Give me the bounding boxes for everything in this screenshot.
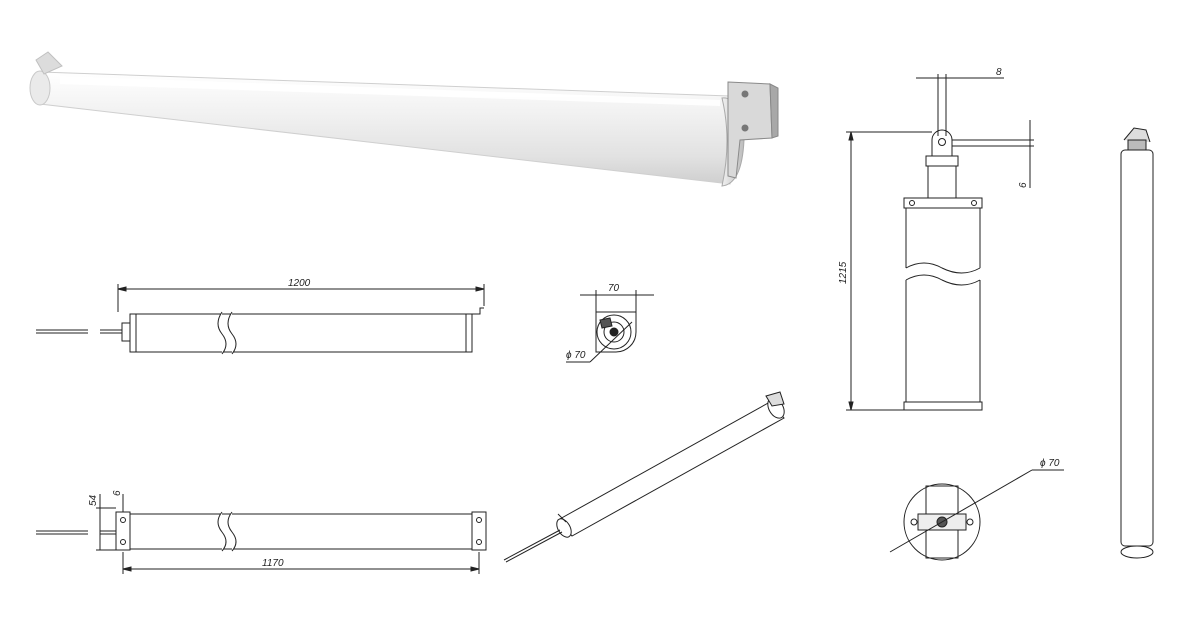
render-3d-luminaire (29, 51, 779, 187)
dim-1215-label: 1215 (838, 261, 849, 284)
vertical-hanger-eye (931, 129, 953, 156)
round-top-view (889, 469, 1064, 561)
bottom-hole-right-top (476, 517, 482, 523)
render-end-cap-left-rim (35, 51, 63, 75)
end-view (566, 290, 654, 363)
side-view (36, 284, 485, 355)
render-end-cap-left (29, 70, 51, 106)
end-clip (599, 317, 613, 329)
side-break-line-right (227, 311, 237, 355)
vertical-hanger-base (925, 155, 959, 167)
bottom-hole-left-bottom (120, 539, 126, 545)
dim-1170-arrow-right (470, 566, 480, 572)
diagonal-cable-3 (557, 513, 567, 523)
slim-tube-body (1120, 149, 1154, 547)
vertical-top-screw-right (971, 200, 977, 206)
round-phi70-leader (889, 469, 1033, 553)
dim-1170-arrow-left (122, 566, 132, 572)
vertical-break-bottom (905, 274, 981, 286)
vertical-top-cap (903, 197, 983, 209)
dim-1215-arrow-top (848, 131, 854, 141)
dim-1200-label: 1200 (288, 278, 311, 289)
bottom-break-line-right (227, 511, 237, 552)
side-bracket (472, 307, 484, 315)
end-inner-ring (603, 321, 625, 343)
diagonal-cable-2 (505, 531, 563, 563)
vertical-hanger-hole (938, 138, 946, 146)
end-center (609, 327, 619, 337)
render-mount-bracket (727, 81, 773, 179)
dim-1200-arrow-right (475, 286, 485, 292)
side-end-cap-left (129, 313, 137, 353)
render-bracket-hole-top (741, 90, 749, 98)
end-outer-ring (596, 314, 632, 350)
side-gland (121, 322, 131, 342)
diagonal-bracket (765, 391, 785, 407)
vertical-top-screw-left (909, 200, 915, 206)
dim-phi70-leader (589, 321, 633, 363)
vertical-neck (927, 165, 957, 199)
dim-1170-label: 1170 (262, 558, 284, 569)
render-mount-plate-edge (769, 83, 779, 139)
round-hole-right (966, 518, 974, 526)
diagonal-tube-body (557, 401, 785, 537)
slim-vertical-view (1120, 127, 1154, 559)
side-break-line-left (217, 311, 227, 355)
render-tube-highlight (60, 76, 720, 106)
round-outer-circle (903, 483, 981, 561)
dim-1200-arrow-left (117, 286, 127, 292)
slim-top-clamp (1127, 139, 1147, 151)
dim-54-label: 54 (88, 494, 99, 506)
render-bracket-hole-bottom (741, 124, 749, 132)
bottom-hole-right-bottom (476, 539, 482, 545)
round-hole-left (910, 518, 918, 526)
side-end-cap-right (465, 313, 473, 353)
bottom-hole-left-top (120, 517, 126, 523)
dim-70-label: 70 (608, 283, 620, 294)
vertical-break-top (905, 262, 981, 274)
vertical-view (846, 74, 1034, 411)
diagonal-view (503, 391, 785, 563)
bottom-view (36, 494, 487, 574)
bottom-break-line-left (217, 511, 227, 552)
slim-bottom-cap (1120, 545, 1154, 559)
bottom-end-plate-right (471, 511, 487, 551)
end-housing (595, 311, 637, 353)
dim-phi70-end-label: ϕ 70 (566, 350, 586, 361)
dim-phi70-round-label: ϕ 70 (1040, 458, 1060, 469)
dim-6-vertical-label: 6 (1018, 182, 1029, 188)
dim-8-label: 8 (996, 67, 1002, 78)
slim-top-bracket (1123, 127, 1151, 143)
vertical-bottom-cap (903, 401, 983, 411)
diagonal-cable-1 (503, 529, 561, 561)
dim-6-bottom-label: 6 (112, 490, 123, 496)
dim-1215-arrow-bottom (848, 401, 854, 411)
